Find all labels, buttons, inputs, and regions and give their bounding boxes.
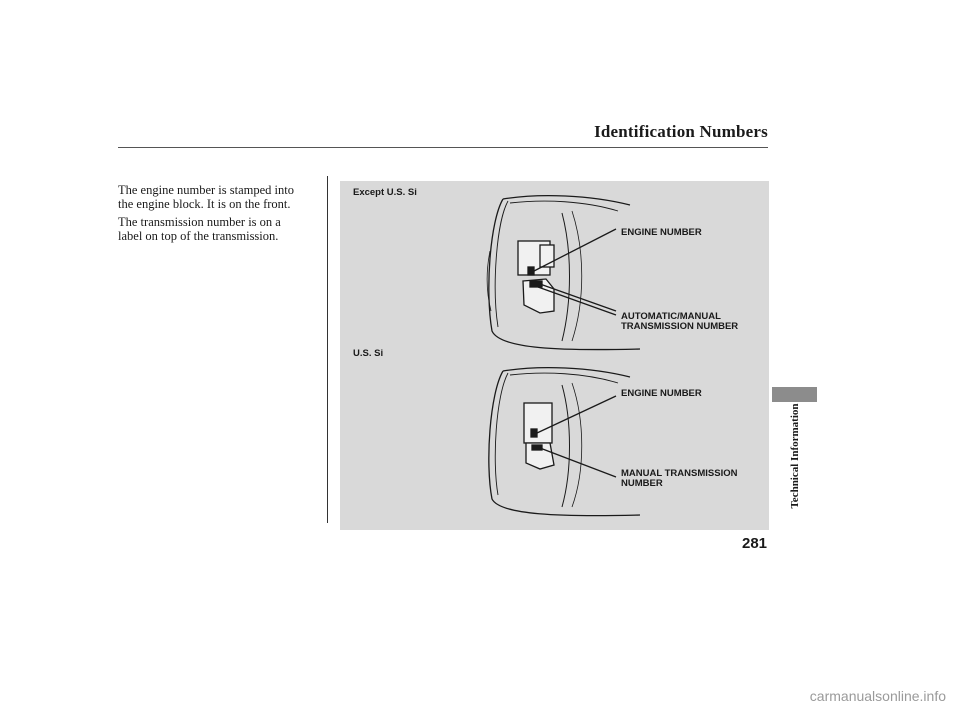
car-engine-illustration xyxy=(486,195,641,517)
callout-line: ENGINE NUMBER xyxy=(621,227,702,238)
bottom-panel-caption: U.S. Si xyxy=(353,348,384,359)
identification-figure: Except U.S. Si ENGINE NUMBER AUTOMATIC/M… xyxy=(340,181,769,530)
paragraph-line: label on top of the transmission. xyxy=(118,229,279,243)
callout-line: NUMBER xyxy=(621,478,663,489)
paragraph-line: the engine block. It is on the front. xyxy=(118,197,291,211)
bottom-engine-block xyxy=(523,402,553,444)
bottom-car-front-edge xyxy=(502,367,631,378)
watermark: carmanualsonline.info xyxy=(809,688,946,704)
section-tab xyxy=(772,387,817,402)
callout-line: ENGINE NUMBER xyxy=(621,388,702,399)
top-trans-leader-2 xyxy=(537,286,617,316)
paragraph-engine-number: The engine number is stamped into the en… xyxy=(118,183,318,211)
bottom-transmission-label xyxy=(531,444,543,451)
bottom-engine-leader xyxy=(536,395,617,434)
top-car-front-edge xyxy=(502,195,631,206)
top-car-windshield-inner xyxy=(571,210,583,342)
paragraph-line: The transmission number is on a xyxy=(118,215,281,229)
paragraph-transmission-number: The transmission number is on a label on… xyxy=(118,215,318,243)
page-title: Identification Numbers xyxy=(594,122,768,141)
bottom-car-windshield xyxy=(561,384,570,508)
bottom-trans-leader xyxy=(539,447,617,478)
top-car-windshield xyxy=(561,212,570,342)
top-engine-leader xyxy=(533,228,617,272)
bottom-car-left-body-edge xyxy=(488,370,641,517)
header-rule xyxy=(118,147,768,148)
top-car-fender-line xyxy=(486,250,492,312)
top-car-drawing xyxy=(486,195,641,351)
top-car-left-body-edge xyxy=(488,198,641,351)
column-divider xyxy=(327,176,328,523)
top-transmission-label xyxy=(529,280,543,288)
top-car-inner-edge xyxy=(494,200,509,328)
bottom-car-inner-edge xyxy=(494,372,509,496)
bottom-car-windshield-inner xyxy=(571,382,583,508)
page-number: 281 xyxy=(742,535,768,552)
bottom-car-drawing xyxy=(488,367,641,517)
bottom-engine-stamp xyxy=(530,428,538,438)
callout-line: TRANSMISSION NUMBER xyxy=(621,321,739,332)
bottom-transmission-number-callout: MANUAL TRANSMISSION NUMBER xyxy=(621,469,737,489)
top-engine-stamp xyxy=(527,266,535,276)
top-engine-head xyxy=(539,244,555,268)
callout-line: MANUAL TRANSMISSION xyxy=(621,468,738,479)
top-trans-leader xyxy=(539,283,617,312)
top-car-hood-line xyxy=(509,200,619,212)
top-panel-caption: Except U.S. Si xyxy=(353,187,417,198)
section-label: Technical Information xyxy=(789,403,801,509)
callout-line: AUTOMATIC/MANUAL xyxy=(621,311,721,322)
top-engine-number-callout: ENGINE NUMBER xyxy=(621,228,702,238)
bottom-car-hood-line xyxy=(509,372,619,384)
bottom-engine-number-callout: ENGINE NUMBER xyxy=(621,389,702,399)
top-transmission-number-callout: AUTOMATIC/MANUAL TRANSMISSION NUMBER xyxy=(621,312,738,332)
paragraph-line: The engine number is stamped into xyxy=(118,183,295,197)
